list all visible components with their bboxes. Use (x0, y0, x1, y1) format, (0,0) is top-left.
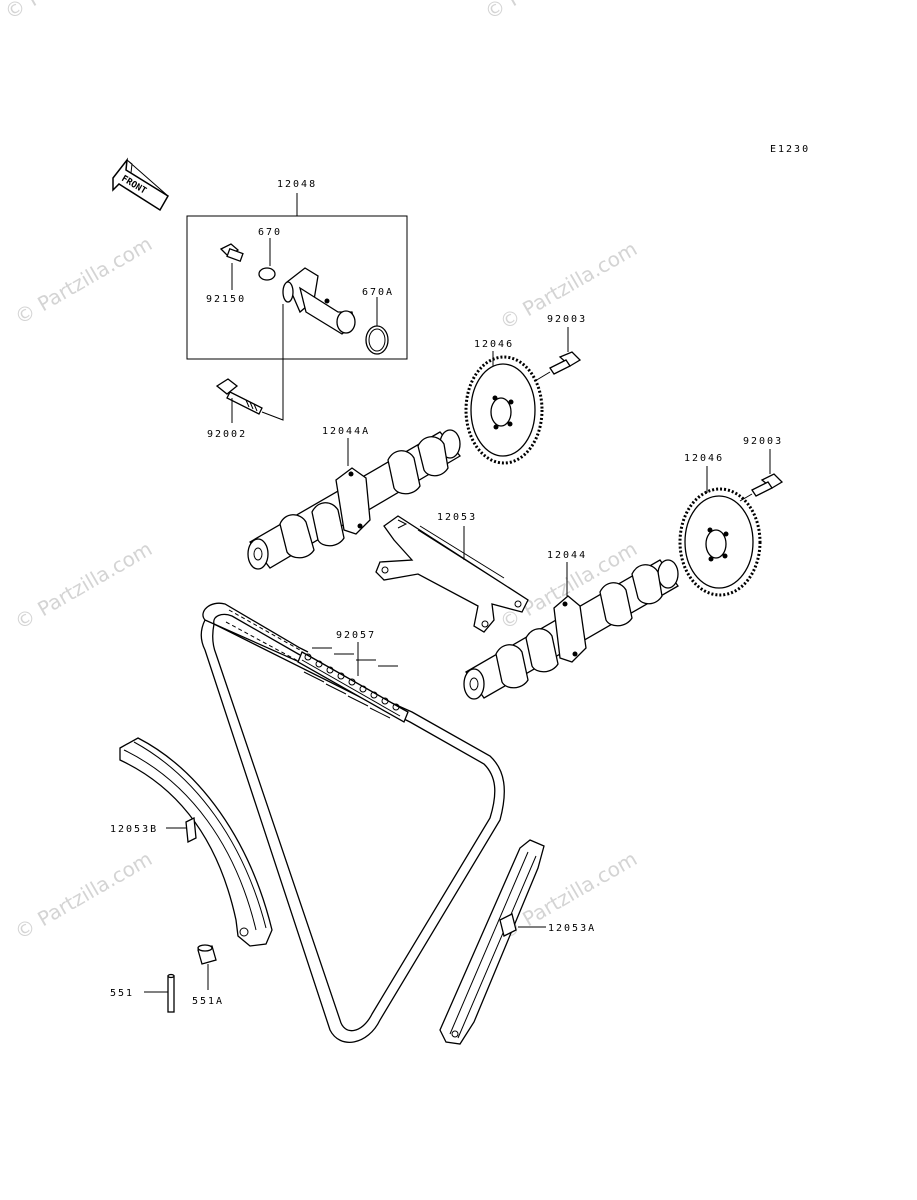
label-12053B: 12053B (110, 824, 158, 835)
chain-guide-12053B-icon (119, 737, 273, 947)
sprocket-left-icon (464, 355, 544, 465)
dowel-pin-551A-icon (197, 944, 217, 965)
pin-551-icon (167, 973, 175, 1013)
label-92057: 92057 (336, 630, 376, 641)
cam-chain-92057-icon (200, 602, 505, 1043)
watermark: © Partzilla.com (11, 536, 157, 634)
bolt-92003-left-icon (549, 351, 582, 375)
front-arrow-icon: FRONT (112, 157, 170, 212)
label-12046-left: 12046 (474, 339, 514, 350)
label-670A: 670A (362, 287, 394, 298)
label-12046-right: 12046 (684, 453, 724, 464)
bolt-92002-icon (215, 378, 263, 415)
label-551A: 551A (192, 996, 224, 1007)
tensioner-assembly-group: 12048 92150 670 670A (186, 179, 408, 360)
bolt-92003-right-icon (751, 473, 784, 497)
label-92002: 92002 (207, 429, 247, 440)
watermark: © Partzilla.com (1, 0, 147, 24)
camshaft-12044-icon (463, 559, 679, 700)
sprocket-right-icon (678, 487, 762, 597)
label-92003-left: 92003 (547, 314, 587, 325)
label-551: 551 (110, 988, 134, 999)
watermark: © Partzilla.com (481, 0, 627, 24)
label-12044A: 12044A (322, 426, 370, 437)
chain-guide-12053A-icon (439, 839, 545, 1045)
chain-guide-12053-icon (375, 515, 529, 633)
label-12044: 12044 (547, 550, 587, 561)
diagram-code: E1230 (770, 144, 810, 155)
label-12053A: 12053A (548, 923, 596, 934)
bolt-92150-icon (219, 243, 244, 262)
label-12048: 12048 (277, 179, 317, 190)
camshaft-12044A-icon (247, 429, 461, 570)
tensioner-body-icon (282, 267, 356, 335)
watermark: © Partzilla.com (11, 231, 157, 329)
label-92003-right: 92003 (743, 436, 783, 447)
label-670: 670 (258, 227, 282, 238)
chain-links-icon (297, 647, 409, 723)
watermarks: © Partzilla.com © Partzilla.com © Partzi… (1, 0, 642, 944)
label-12053: 12053 (437, 512, 477, 523)
o-ring-670-icon (258, 267, 276, 281)
label-92150: 92150 (206, 294, 246, 305)
watermark: © Partzilla.com (11, 846, 157, 944)
